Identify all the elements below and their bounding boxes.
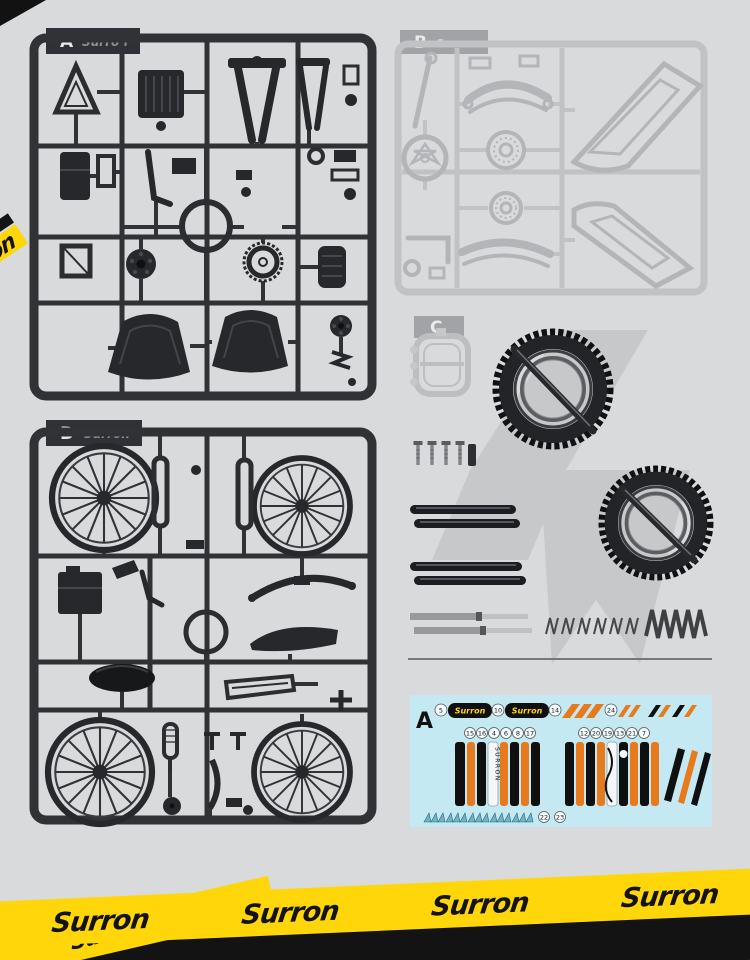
decal-number: 4 xyxy=(492,730,496,738)
divider-line xyxy=(408,658,712,660)
sprue-c-tag xyxy=(414,316,464,338)
sprue-c-part xyxy=(410,328,471,397)
front-tire xyxy=(498,334,608,444)
decal-vertical-text: SURRON xyxy=(494,747,501,782)
rear-tire xyxy=(604,471,709,576)
axle-rod-pair-1 xyxy=(410,505,520,528)
decal-number-row: 15 16 4 6 8 17 12 20 19 13 21 7 xyxy=(464,727,650,739)
sprue-c: C xyxy=(410,316,471,397)
decal-strips-right xyxy=(565,741,659,807)
sprue-b-frame xyxy=(394,40,708,296)
decal-logo-text: Surron xyxy=(512,707,543,716)
sprue-d-parts xyxy=(58,455,356,815)
decal-number: 10 xyxy=(494,707,502,715)
decal-logo-text: Surron xyxy=(455,707,486,716)
decal-sheet-label: A xyxy=(416,709,433,734)
decal-sheet: A 5 Surron 10 Surron 14 24 xyxy=(410,695,712,827)
sprue-a-frame xyxy=(29,33,377,401)
decal-number-circle xyxy=(554,811,566,823)
decal-strips-slanted xyxy=(664,748,711,806)
corner-tape-wedge xyxy=(0,0,46,26)
decal-number: 14 xyxy=(551,707,559,715)
tape-text: Surron xyxy=(619,879,720,914)
decal-number: 12 xyxy=(580,730,588,738)
tape-text: Surron xyxy=(429,887,530,922)
decal-number: 15 xyxy=(466,730,474,738)
decal-orange-swooshes xyxy=(562,704,604,718)
decal-number: 7 xyxy=(642,730,646,738)
decal-orange-swooshes-thin xyxy=(618,705,697,717)
sprue-d: D Surron xyxy=(29,420,377,825)
decal-top-row: 5 Surron 10 Surron 14 24 xyxy=(434,703,697,718)
sprue-a: A Surron xyxy=(29,28,377,401)
sprue-d-frame xyxy=(29,427,377,825)
decal-number: 20 xyxy=(592,730,600,738)
decal-number: 5 xyxy=(439,707,443,715)
decal-number: 16 xyxy=(478,730,486,738)
decal-strips-left: SURRON xyxy=(455,741,540,807)
screw-set xyxy=(413,440,476,466)
decal-number: 6 xyxy=(504,730,508,738)
decal-number: 21 xyxy=(628,730,636,738)
decal-number: 19 xyxy=(604,730,612,738)
decal-logo-pill xyxy=(505,703,549,718)
decal-number: 23 xyxy=(556,814,564,822)
decal-number: 24 xyxy=(607,707,615,715)
large-spring xyxy=(644,609,708,639)
decal-teeth-row xyxy=(423,812,534,823)
fork-shafts xyxy=(410,612,532,635)
decal-number: 22 xyxy=(540,814,548,822)
decal-number: 17 xyxy=(526,730,534,738)
sprue-b: B Surron xyxy=(394,30,708,296)
axle-pin xyxy=(468,444,476,466)
sprue-a-parts xyxy=(52,56,360,386)
sprue-d-runners xyxy=(38,436,368,816)
decal-number: 8 xyxy=(516,730,520,738)
decal-number-circle xyxy=(538,811,550,823)
tape-text: Surron xyxy=(50,904,151,939)
decal-number: 13 xyxy=(616,730,624,738)
axle-rod-pair-2 xyxy=(410,562,526,585)
sprue-b-parts xyxy=(401,51,704,289)
tape-text: Surron xyxy=(240,896,341,931)
caution-tape-yellow-band: Surron Surron Surron Surron xyxy=(0,866,750,949)
decal-logo-pill xyxy=(448,703,492,718)
sprue-a-runners xyxy=(38,42,368,392)
